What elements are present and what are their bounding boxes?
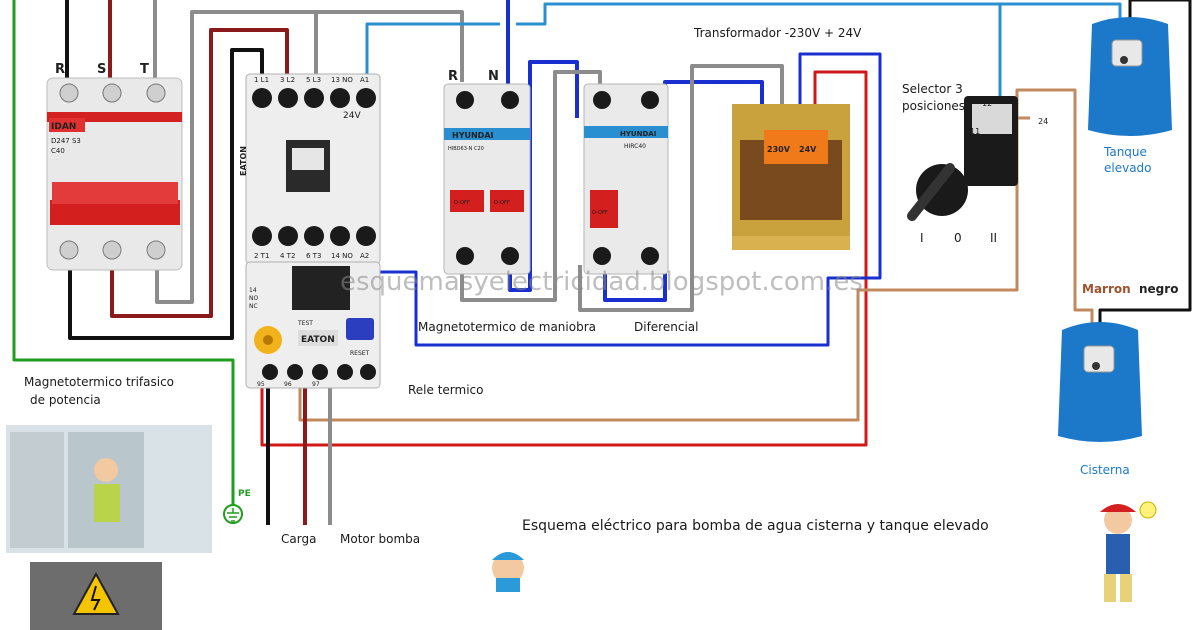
- relay-nc: NC: [249, 303, 258, 310]
- selector-23: 23: [990, 141, 1000, 150]
- label-tanque-line1: Tanque: [1103, 145, 1147, 159]
- relay-no: NO: [249, 295, 258, 302]
- contactor-top-label-3: 5 L3: [306, 76, 321, 84]
- electrician-photo: [6, 425, 212, 553]
- rcd-diferencial: HYUNDAI HIRC40 O-OFF: [583, 83, 669, 275]
- label-rele: Rele termico: [408, 383, 484, 397]
- maniobra-label-n: N: [488, 69, 499, 84]
- selector-switch: 12 11 24 23 I 0 II: [907, 96, 1048, 245]
- wire-lightblue-tank: [1000, 2, 1122, 20]
- wire-brown-relay: [298, 118, 1019, 422]
- selector-pos-2: II: [990, 231, 997, 245]
- contactor-bottom-label-5: A2: [360, 252, 369, 260]
- contactor-top-label-1: 1 L1: [254, 76, 269, 84]
- transformer: 230V 24V: [732, 104, 850, 250]
- wire-lightblue-top2: [516, 2, 1002, 96]
- cartoon-worker-small: [492, 552, 524, 592]
- contactor-top-label-2: 3 L2: [280, 76, 295, 84]
- earth-symbol: [223, 504, 243, 524]
- selector-pos-0: 0: [954, 231, 962, 245]
- selector-pos-1: I: [920, 231, 924, 245]
- maniobra-brand: HYUNDAI: [452, 131, 494, 140]
- tank-elevated: [1088, 17, 1172, 136]
- selector-24: 24: [1038, 117, 1048, 126]
- cartoon-electrician: [1100, 501, 1157, 602]
- wire-earth-green: [12, 0, 235, 510]
- contactor: 1 L1 3 L2 5 L3 13 NO A1 2 T1 4 T2 6 T3 1…: [239, 73, 381, 265]
- watermark: esquemasyelectricidad.blogspot.com.es: [340, 267, 863, 297]
- label-mcb3-line2: de potencia: [30, 393, 101, 407]
- relay-96: 96: [284, 381, 292, 388]
- label-cisterna: Cisterna: [1080, 463, 1130, 477]
- label-maniobra: Magnetotermico de maniobra: [418, 320, 596, 334]
- wire-mcb-r-contactor: [68, 48, 264, 340]
- wire-gray-maniobra: [460, 70, 602, 302]
- wire-brown: [1015, 88, 1094, 325]
- transformer-230v: 230V: [767, 145, 791, 154]
- label-diferencial: Diferencial: [634, 320, 698, 334]
- transformer-24v: 24V: [799, 145, 817, 154]
- relay-14: 14: [249, 287, 257, 294]
- maniobra-off-2: O-OFF: [494, 200, 510, 206]
- wire-mcb-t-contactor: [155, 10, 318, 304]
- rcd-off: O-OFF: [592, 210, 608, 216]
- diagram-title: Esquema eléctrico para bomba de agua cis…: [522, 518, 989, 534]
- relay-97: 97: [312, 381, 320, 388]
- mcb-rating: C40: [51, 147, 65, 155]
- rcd-model: HIRC40: [624, 143, 646, 150]
- tank-cistern: [1058, 322, 1142, 442]
- label-pe: PE: [238, 489, 251, 499]
- warning-sign: [30, 562, 162, 630]
- contactor-brand: EATON: [239, 146, 248, 176]
- maniobra-label-r: R: [448, 69, 458, 84]
- wire-gray-top: [316, 10, 464, 82]
- label-carga: Carga: [281, 532, 316, 546]
- phase-label-t: T: [140, 62, 149, 77]
- relay-brand: EATON: [301, 335, 335, 345]
- mcb-three-phase: IDAN D247 S3 C40 R S T: [46, 62, 183, 271]
- wire-mcb-s-contactor: [110, 28, 289, 318]
- label-selector-line2: posiciones: [902, 99, 965, 113]
- contactor-top-label-4: 13 NO: [331, 76, 353, 84]
- relay-95: 95: [257, 381, 265, 388]
- relay-test: TEST: [297, 320, 313, 327]
- contactor-bottom-label-4: 14 NO: [331, 252, 353, 260]
- label-transformador: Transformador -230V + 24V: [693, 26, 862, 40]
- phase-label-s: S: [97, 62, 106, 77]
- thermal-relay: EATON TEST RESET 14 NO NC 95 96 97: [245, 261, 381, 389]
- wire-gray-dif-tr: [578, 64, 784, 312]
- wire-red-tr: [260, 70, 868, 447]
- label-selector-line1: Selector 3: [902, 82, 963, 96]
- label-negro: negro: [1139, 282, 1178, 296]
- phase-label-r: R: [55, 62, 65, 77]
- contactor-bottom-label-3: 6 T3: [306, 252, 321, 260]
- contactor-bottom-label-1: 2 T1: [254, 252, 269, 260]
- rcd-brand: HYUNDAI: [620, 130, 656, 138]
- mcb-model: D247 S3: [51, 137, 81, 145]
- maniobra-model: HIBD63-N C20: [448, 146, 484, 152]
- wire-black-tank: [1098, 0, 1192, 325]
- label-tanque-line2: elevado: [1104, 161, 1152, 175]
- contactor-coil: 24V: [343, 111, 361, 121]
- selector-11: 11: [970, 127, 980, 136]
- maniobra-off-1: O-OFF: [454, 200, 470, 206]
- mcb-brand: IDAN: [51, 122, 76, 132]
- mcb-maniobra: HYUNDAI HIBD63-N C20 O-OFF O-OFF R N: [443, 69, 531, 275]
- selector-12: 12: [982, 99, 992, 108]
- relay-reset: RESET: [350, 350, 370, 357]
- label-motor: Motor bomba: [340, 532, 420, 546]
- contactor-top-terminals: [252, 88, 376, 108]
- contactor-bottom-terminals: [252, 226, 376, 246]
- label-marron: Marron: [1082, 282, 1131, 296]
- wire-blue-tr: [368, 52, 882, 347]
- contactor-top-label-5: A1: [360, 76, 369, 84]
- contactor-bottom-label-2: 4 T2: [280, 252, 295, 260]
- label-mcb3-line1: Magnetotermico trifasico: [24, 375, 174, 389]
- wire-lightblue-top: [365, 22, 500, 82]
